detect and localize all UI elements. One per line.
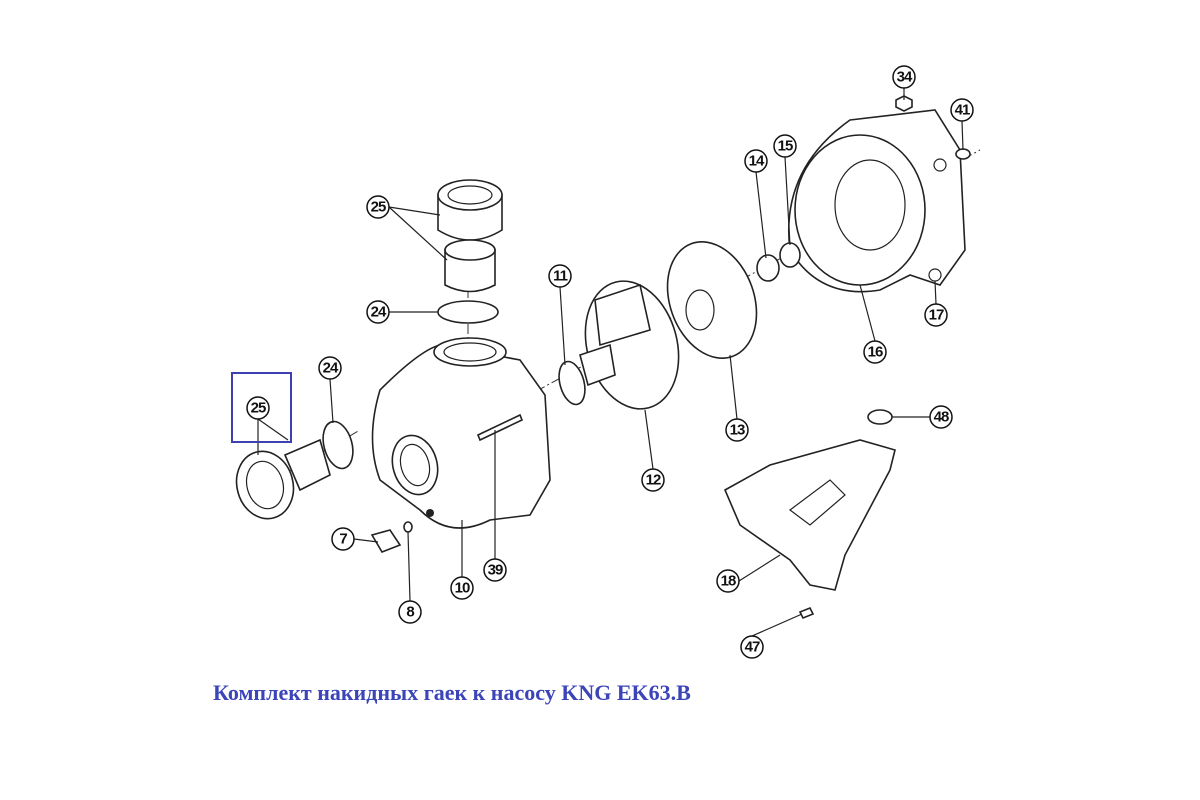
- svg-text:41: 41: [955, 102, 970, 119]
- svg-text:16: 16: [868, 344, 883, 361]
- part-47-screw: [798, 606, 815, 620]
- callout-11: 11: [548, 264, 572, 288]
- svg-text:10: 10: [455, 580, 470, 597]
- part-14-bearing: [756, 254, 780, 282]
- svg-text:24: 24: [371, 304, 387, 321]
- callout-12: 12: [641, 468, 665, 492]
- svg-text:34: 34: [897, 69, 913, 86]
- callout-16: 16: [863, 340, 887, 364]
- svg-text:25: 25: [371, 199, 386, 216]
- callout-47: 47: [740, 635, 764, 659]
- callout-7: 7: [331, 527, 355, 551]
- callout-25-highlighted: 25: [246, 396, 270, 420]
- part-18-mounting-bracket: [723, 439, 896, 591]
- part-11-o-ring: [558, 360, 586, 406]
- part-16-motor-flange: [788, 109, 966, 293]
- callout-25-top: 25: [366, 195, 390, 219]
- callout-13: 13: [725, 418, 749, 442]
- svg-text:11: 11: [553, 268, 568, 285]
- part-8-o-ring: [403, 521, 413, 533]
- svg-text:25: 25: [251, 400, 266, 417]
- part-41-washer: [955, 148, 971, 160]
- part-7-drain-plug: [370, 529, 402, 553]
- svg-text:48: 48: [934, 409, 949, 426]
- svg-text:18: 18: [721, 573, 736, 590]
- svg-text:39: 39: [488, 562, 503, 579]
- leader-lines: [257, 88, 964, 637]
- svg-text:7: 7: [339, 531, 347, 548]
- part-12-diffuser: [579, 280, 680, 410]
- svg-text:8: 8: [406, 604, 414, 621]
- callout-34: 34: [892, 65, 916, 89]
- part-13-impeller: [666, 241, 758, 359]
- callout-18: 18: [716, 569, 740, 593]
- callout-48: 48: [929, 405, 953, 429]
- svg-text:13: 13: [730, 422, 745, 439]
- part-48-bushing: [867, 409, 893, 425]
- callout-24-left: 24: [318, 356, 342, 380]
- callout-14: 14: [744, 149, 768, 173]
- svg-text:12: 12: [646, 472, 661, 489]
- svg-text:14: 14: [749, 153, 765, 170]
- callout-24-top: 24: [366, 300, 390, 324]
- callout-15: 15: [773, 134, 797, 158]
- svg-text:15: 15: [778, 138, 793, 155]
- part-25-top-union-nut: [437, 179, 503, 293]
- callout-8: 8: [398, 600, 422, 624]
- part-25-left-union-nut: [235, 438, 331, 520]
- callout-39: 39: [483, 558, 507, 582]
- callout-17: 17: [924, 303, 948, 327]
- part-39-screw: [476, 413, 524, 442]
- svg-text:24: 24: [323, 360, 339, 377]
- part-24-left-o-ring: [322, 420, 354, 470]
- callout-41: 41: [950, 98, 974, 122]
- callout-10: 10: [450, 576, 474, 600]
- svg-text:47: 47: [745, 639, 760, 656]
- part-24-top-o-ring: [437, 300, 499, 324]
- caption: Комплект накидных гаек к насосу KNG EK63…: [213, 680, 691, 705]
- part-10-pump-housing: [371, 337, 551, 529]
- svg-text:17: 17: [929, 307, 944, 324]
- part-15-seal: [779, 242, 801, 268]
- highlight-box-part-25: [231, 372, 292, 443]
